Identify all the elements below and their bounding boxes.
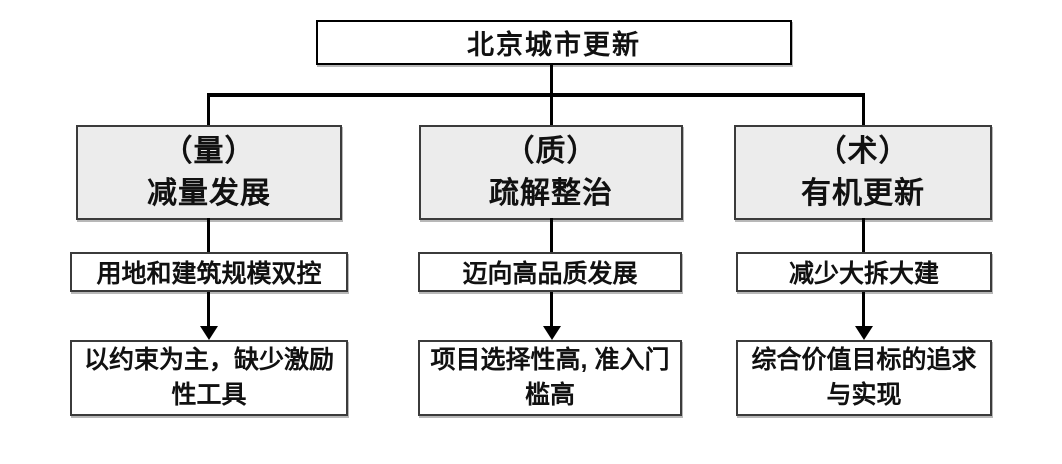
node-measure-2: 迈向高品质发展 (418, 252, 682, 292)
down-arrowhead-icon (543, 326, 561, 340)
connector-measure-3-to-outcome (862, 292, 865, 328)
outcome-3-label: 综合价值目标的追求与实现 (751, 346, 977, 409)
connector-category-1-to-measure (207, 218, 210, 254)
down-arrowhead-icon (855, 326, 873, 340)
category-3-tag-label: （术） (816, 134, 910, 168)
measure-1-label: 用地和建筑规模双控 (96, 260, 322, 288)
measure-2-label: 迈向高品质发展 (462, 260, 638, 288)
category-1-name-label: 减量发展 (147, 176, 271, 210)
measure-3-label: 减少大拆大建 (788, 260, 939, 288)
node-outcome-3: 综合价值目标的追求与实现 (736, 340, 992, 416)
node-outcome-1: 以约束为主，缺少激励性工具 (70, 340, 348, 416)
outcome-2-label: 项目选择性高, 准入门槛高 (430, 346, 670, 409)
down-arrowhead-icon (200, 326, 218, 340)
node-measure-1: 用地和建筑规模双控 (70, 252, 348, 292)
connector-branch-drop-1 (207, 93, 210, 127)
connector-category-2-to-measure (550, 218, 553, 254)
connector-branch-bar (207, 93, 865, 97)
root-node: 北京城市更新 (316, 20, 792, 65)
category-2-name-label: 疏解整治 (489, 176, 613, 210)
connector-measure-1-to-outcome (207, 292, 210, 328)
connector-category-3-to-measure (862, 218, 865, 254)
node-category-3: （术） 有机更新 (734, 125, 992, 220)
node-measure-3: 减少大拆大建 (736, 252, 992, 292)
category-1-tag-label: （量） (162, 134, 256, 168)
connector-measure-2-to-outcome (550, 292, 553, 328)
root-node-label: 北京城市更新 (467, 30, 641, 60)
connector-branch-drop-3 (862, 93, 865, 127)
node-outcome-2: 项目选择性高, 准入门槛高 (418, 340, 682, 416)
outcome-1-label: 以约束为主，缺少激励性工具 (83, 346, 334, 409)
category-2-tag-label: （质） (504, 134, 598, 168)
node-category-1: （量） 减量发展 (76, 125, 342, 220)
node-category-2: （质） 疏解整治 (419, 125, 683, 220)
category-3-name-label: 有机更新 (801, 176, 925, 210)
